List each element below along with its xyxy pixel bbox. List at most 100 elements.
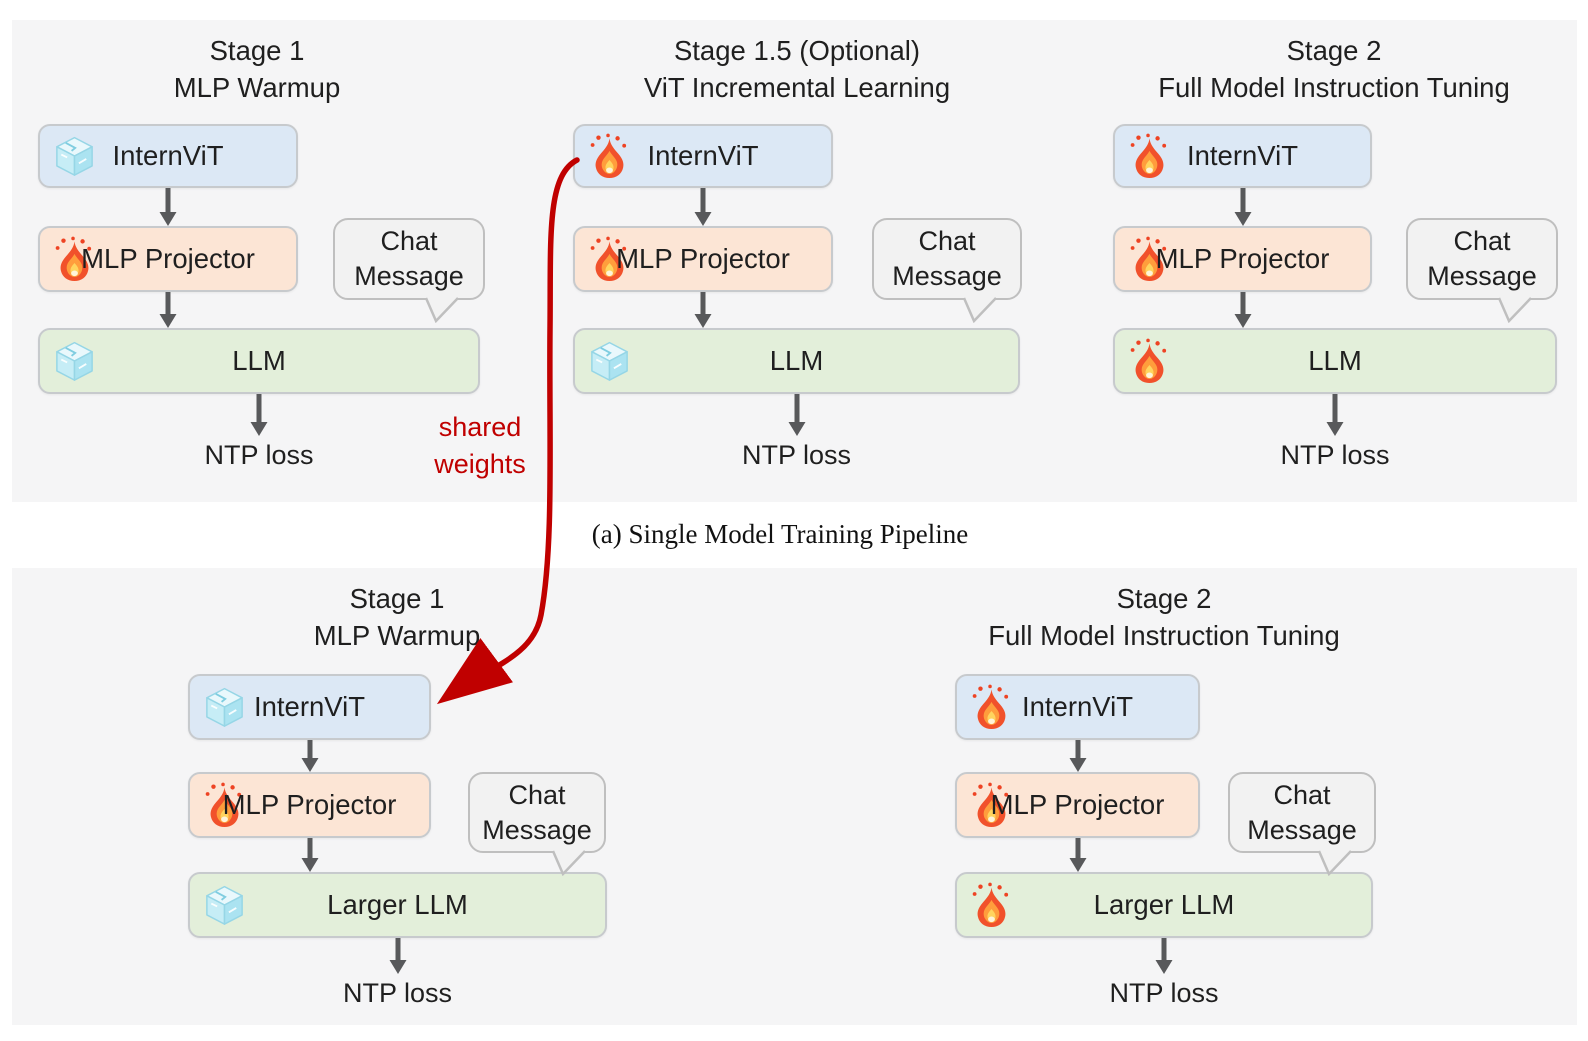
fire-trainable-icon <box>586 236 633 283</box>
chat-bubble-tail <box>424 297 462 324</box>
flow-arrow-down <box>299 838 321 872</box>
fire-trainable-icon <box>968 882 1015 929</box>
flow-arrow-down <box>1232 292 1254 328</box>
flow-arrow-down <box>786 394 808 436</box>
fire-trainable-icon <box>1126 236 1173 283</box>
panel-a-caption: (a) Single Model Training Pipeline <box>591 519 969 549</box>
flow-arrow-down <box>248 394 270 436</box>
model-box-llm: LLM <box>573 328 1020 394</box>
stage-title-line: ViT Incremental Learning <box>643 72 951 103</box>
model-box-label: InternViT <box>1021 691 1134 722</box>
fire-trainable-icon <box>968 684 1015 731</box>
chat-bubble-text: Chat <box>380 226 438 256</box>
stage-title-line: Stage 1 <box>209 35 305 66</box>
stage-title-line: Full Model Instruction Tuning <box>988 620 1340 651</box>
model-box-label: LLM <box>232 345 286 376</box>
flow-arrow-down <box>1153 938 1175 974</box>
flow-arrow-down <box>1324 394 1346 436</box>
frozen-ice-cube-icon <box>586 338 633 385</box>
frozen-ice-cube-icon <box>51 338 98 385</box>
model-box-mlp-projector: MLP Projector <box>573 226 833 292</box>
flow-arrow-down <box>157 188 179 226</box>
model-box-internvit: InternViT <box>188 674 431 740</box>
flow-arrow-down <box>1067 838 1089 872</box>
model-box-label: MLP Projector <box>990 789 1165 820</box>
chat-bubble-text: Message <box>1247 814 1357 845</box>
model-box-label: InternViT <box>1186 140 1299 171</box>
model-box-mlp-projector: MLP Projector <box>38 226 298 292</box>
chat-bubble-tail <box>962 297 1000 324</box>
stage-title-line: MLP Warmup <box>173 72 341 103</box>
model-box-larger-llm: Larger LLM <box>188 872 607 938</box>
fire-trainable-icon <box>968 782 1015 829</box>
model-box-internvit: InternViT <box>1113 124 1372 188</box>
frozen-ice-cube-icon <box>201 882 248 929</box>
chat-bubble-tail <box>1317 850 1355 877</box>
shared-weights-line1: shared <box>438 412 522 442</box>
ntp-loss-label: NTP loss <box>741 440 852 470</box>
model-box-internvit: InternViT <box>573 124 833 188</box>
model-box-label: MLP Projector <box>1155 243 1330 274</box>
chat-bubble-text: Message <box>354 261 464 291</box>
chat-bubble-text: Chat <box>1453 226 1511 256</box>
stage-title: Stage 1.5 (Optional) ViT Incremental Lear… <box>537 32 1057 106</box>
model-box-llm: LLM <box>38 328 480 394</box>
model-box-mlp-projector: MLP Projector <box>188 772 431 838</box>
flow-arrow-down <box>692 292 714 328</box>
model-box-label: LLM <box>769 345 824 376</box>
flow-arrow-down <box>1232 188 1254 226</box>
flow-arrow-down <box>387 938 409 974</box>
chat-bubble-text: Message <box>1427 261 1537 291</box>
stage-title-line: Stage 1 <box>349 583 445 614</box>
stage-title-line: Stage 1.5 (Optional) <box>673 35 921 66</box>
flow-arrow-down <box>692 188 714 226</box>
shared-weights-label: shared weights <box>402 409 558 483</box>
stage-title: Stage 1 MLP Warmup <box>0 32 517 106</box>
model-box-label: MLP Projector <box>616 243 790 274</box>
model-box-mlp-projector: MLP Projector <box>955 772 1200 838</box>
model-box-label: InternViT <box>647 140 759 171</box>
chat-bubble-text: Chat <box>508 779 566 810</box>
ntp-loss-label: NTP loss <box>342 978 453 1008</box>
flow-arrow-down <box>299 740 321 772</box>
model-box-internvit: InternViT <box>38 124 298 188</box>
flow-arrow-down <box>1067 740 1089 772</box>
fire-trainable-icon <box>201 782 248 829</box>
chat-bubble-tail <box>1497 297 1535 324</box>
model-box-label: MLP Projector <box>222 789 397 820</box>
stage-title-line: Stage 2 <box>1116 583 1212 614</box>
model-box-mlp-projector: MLP Projector <box>1113 226 1372 292</box>
model-box-label: InternViT <box>112 140 224 171</box>
stage-title-line: MLP Warmup <box>313 620 481 651</box>
chat-bubble-tail <box>551 850 589 877</box>
model-box-larger-llm: Larger LLM <box>955 872 1373 938</box>
model-box-llm: LLM <box>1113 328 1557 394</box>
fire-trainable-icon <box>1126 338 1173 385</box>
model-box-internvit: InternViT <box>955 674 1200 740</box>
ntp-loss-label: NTP loss <box>1280 440 1390 470</box>
flow-arrow-down <box>157 292 179 328</box>
frozen-ice-cube-icon <box>201 684 248 731</box>
model-box-label: LLM <box>1308 345 1362 376</box>
stage-title-line: Stage 2 <box>1286 35 1382 66</box>
model-box-label: Larger LLM <box>1093 889 1235 920</box>
model-box-label: Larger LLM <box>327 889 468 920</box>
fire-trainable-icon <box>51 236 98 283</box>
chat-bubble-text: Chat <box>918 226 976 256</box>
stage-title: Stage 2 Full Model Instruction Tuning <box>904 580 1424 654</box>
shared-weights-line2: weights <box>434 449 526 479</box>
stage-title-line: Full Model Instruction Tuning <box>1158 72 1510 103</box>
stage-title: Stage 1 MLP Warmup <box>137 580 657 654</box>
ntp-loss-label: NTP loss <box>204 440 314 470</box>
model-box-label: InternViT <box>253 691 366 722</box>
frozen-ice-cube-icon <box>51 133 98 180</box>
fire-trainable-icon <box>586 133 633 180</box>
chat-bubble-text: Message <box>482 814 592 845</box>
model-box-label: MLP Projector <box>81 243 255 274</box>
fire-trainable-icon <box>1126 133 1173 180</box>
